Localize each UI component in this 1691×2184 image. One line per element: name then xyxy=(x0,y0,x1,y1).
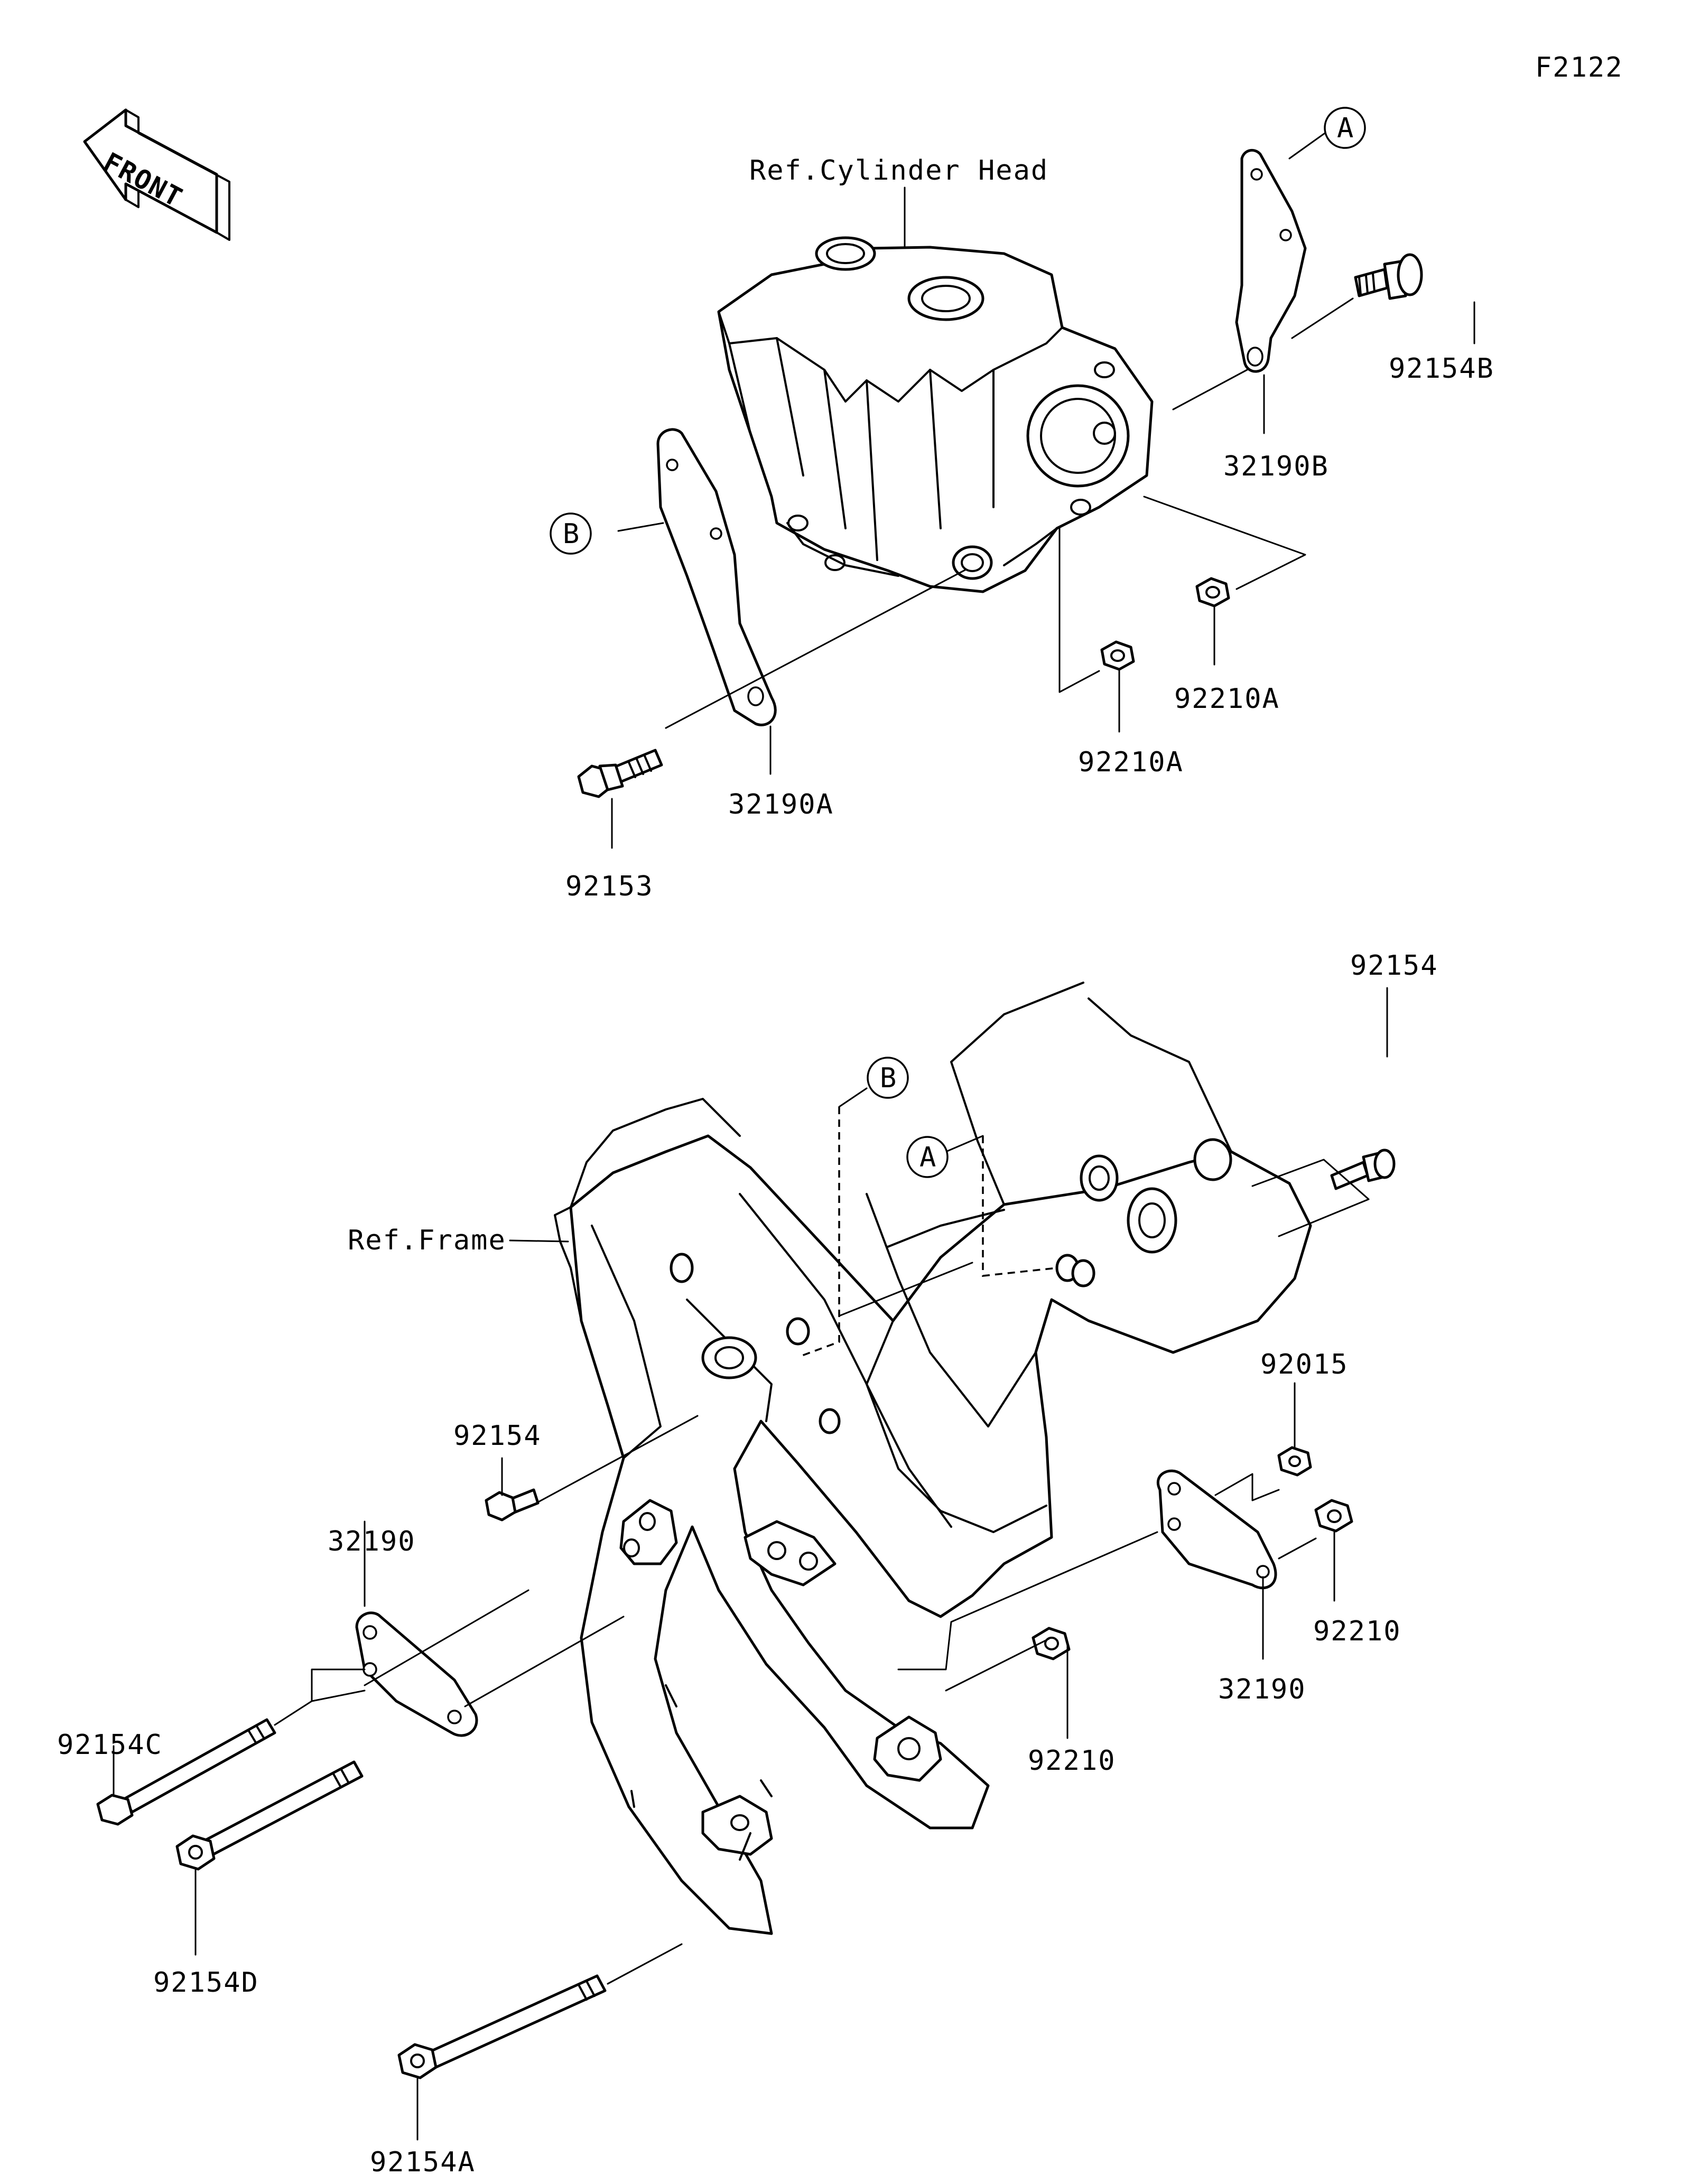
label-92154-top: 92154 xyxy=(1350,950,1438,982)
marker-a-top: A xyxy=(1324,107,1366,149)
marker-b-frame: B xyxy=(867,1057,909,1099)
marker-a-frame: A xyxy=(906,1136,949,1178)
label-92154B: 92154B xyxy=(1389,353,1494,385)
nut-92210-bottom xyxy=(1032,1627,1071,1660)
bottom-leader-lines xyxy=(113,987,1388,2141)
bracket-32190-right xyxy=(1156,1469,1277,1590)
label-92015: 92015 xyxy=(1260,1349,1349,1380)
label-32190-left: 32190 xyxy=(328,1526,416,1557)
bracket-32190-left xyxy=(355,1611,478,1737)
nut-92210-right xyxy=(1314,1499,1353,1533)
label-92153: 92153 xyxy=(565,871,654,902)
bolt-92154B xyxy=(1354,253,1423,300)
frame-part xyxy=(554,982,1312,1935)
svg-text:A: A xyxy=(919,1142,937,1173)
bolt-92153 xyxy=(577,749,663,798)
marker-b-top: B xyxy=(550,512,592,555)
label-92154-left: 92154 xyxy=(453,1420,542,1452)
label-32190-right: 32190 xyxy=(1218,1674,1306,1705)
svg-text:B: B xyxy=(563,518,580,550)
bolt-92154A xyxy=(397,1974,607,2079)
bolt-92154C xyxy=(96,1718,276,1826)
bolt-92154D xyxy=(175,1760,364,1871)
ref-frame-label: Ref.Frame xyxy=(348,1225,506,1256)
svg-text:B: B xyxy=(880,1062,897,1094)
top-leader-lines xyxy=(611,131,1475,849)
label-92154A: 92154A xyxy=(370,2146,476,2178)
dashed-reference-lines xyxy=(798,1107,1057,1358)
nut-92210A-right xyxy=(1195,577,1230,608)
front-direction-arrow-icon: FRONT xyxy=(83,108,230,241)
ref-cylinder-head-label: Ref.Cylinder Head xyxy=(749,155,1048,186)
label-32190B: 32190B xyxy=(1223,451,1329,482)
label-32190A: 32190A xyxy=(728,789,834,820)
washer-92015 xyxy=(1277,1446,1312,1477)
leader-line xyxy=(509,1239,569,1243)
cylinder-head-part xyxy=(717,236,1154,593)
label-92154D: 92154D xyxy=(153,1967,259,1999)
bracket-32190A xyxy=(656,428,777,726)
label-92154C: 92154C xyxy=(57,1729,163,1761)
label-92210A-right: 92210A xyxy=(1174,683,1280,715)
bracket-32190B xyxy=(1235,149,1307,373)
nut-92210A-left xyxy=(1100,640,1135,671)
bolt-92154-top xyxy=(1330,1149,1396,1190)
label-92210-bottom: 92210 xyxy=(1028,1745,1116,1777)
label-92210-right: 92210 xyxy=(1313,1616,1401,1647)
bolt-92154-left xyxy=(485,1488,540,1522)
svg-text:A: A xyxy=(1337,113,1354,144)
label-92210A-left: 92210A xyxy=(1078,746,1184,778)
figure-code: F2122 xyxy=(1535,52,1623,83)
